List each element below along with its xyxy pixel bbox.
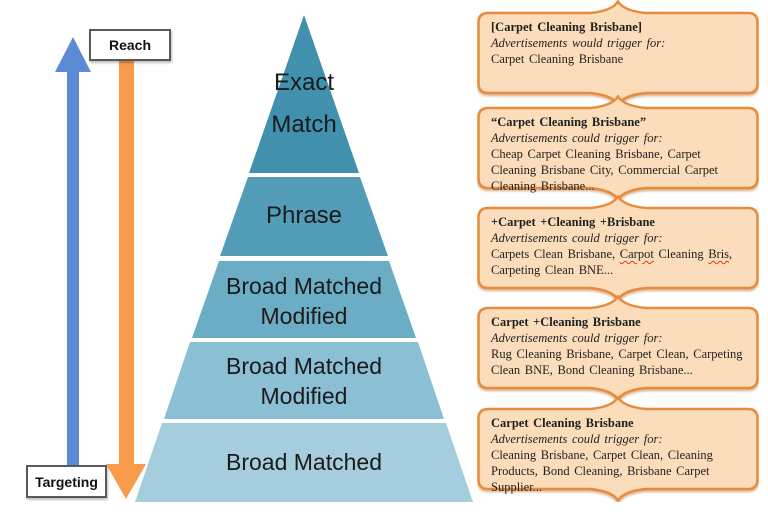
pyramid-level-phrase [220,177,388,256]
callout-body: Cleaning Brisbane, Carpet Clean, Cleanin… [491,448,713,494]
pyramid-level-broad-matched-modified-2 [164,342,444,419]
exact-line: Exact [273,69,335,96]
reach-up-arrow [55,37,91,479]
callout-phrase: “Carpet Cleaning Brisbane” Advertisement… [477,95,759,201]
callout-body: Cheap Carpet Cleaning Brisbane, Carpet C… [491,147,719,193]
callout-subtitle: Advertisements would trigger for: [491,36,666,50]
callout-body: Carpet Cleaning Brisbane [491,52,624,66]
callout-title: “Carpet Cleaning Brisbane” [491,115,647,129]
callout-title: +Carpet +Cleaning +Brisbane [491,215,655,229]
callout-title: [Carpet Cleaning Brisbane] [491,20,642,34]
targeting-label: Targeting [35,473,98,490]
callout-subtitle: Advertisements could trigger for: [491,331,663,345]
pyramid-level-exact-match [249,15,359,173]
pyramid-label-bmm-2: Broad Matched Modified [226,353,382,409]
pyramid-label-bmm-1: Broad Matched Modified [226,273,382,329]
callout-subtitle: Advertisements could trigger for: [491,131,663,145]
callout-broad-match: Carpet Cleaning Brisbane Advertisements … [477,396,759,502]
reach-label-box: Reach [89,29,171,61]
misspelled-word: Carpot [619,247,654,261]
callout-bmm-all: +Carpet +Cleaning +Brisbane Advertisemen… [477,195,759,301]
callout-title: Carpet +Cleaning Brisbane [491,315,641,329]
targeting-down-arrow [106,38,146,499]
match-line: Match [271,111,337,138]
pyramid-label-bm: Broad Matched [226,449,382,475]
pyramid-level-broad-matched [135,423,473,502]
callout-subtitle: Advertisements could trigger for: [491,432,663,446]
callout-body: Rug Cleaning Brisbane, Carpet Clean, Car… [491,347,743,377]
callout-body: Carpets Clean Brisbane, Carpot Cleaning … [491,247,733,277]
pyramid-label-exact-match: Exact Match [271,62,336,146]
callout-exact-match: [Carpet Cleaning Brisbane] Advertisement… [477,0,759,106]
reach-label: Reach [108,37,152,53]
callout-title: Carpet Cleaning Brisbane [491,416,634,430]
callout-bmm-partial: Carpet +Cleaning Brisbane Advertisements… [477,295,759,401]
callout-subtitle: Advertisements could trigger for: [491,231,663,245]
targeting-label-box: Targeting [26,465,107,498]
misspelled-word: Bris [708,247,730,261]
pyramid-label-phrase: Phrase [265,202,343,229]
pyramid-level-broad-matched-modified-1 [192,261,416,338]
